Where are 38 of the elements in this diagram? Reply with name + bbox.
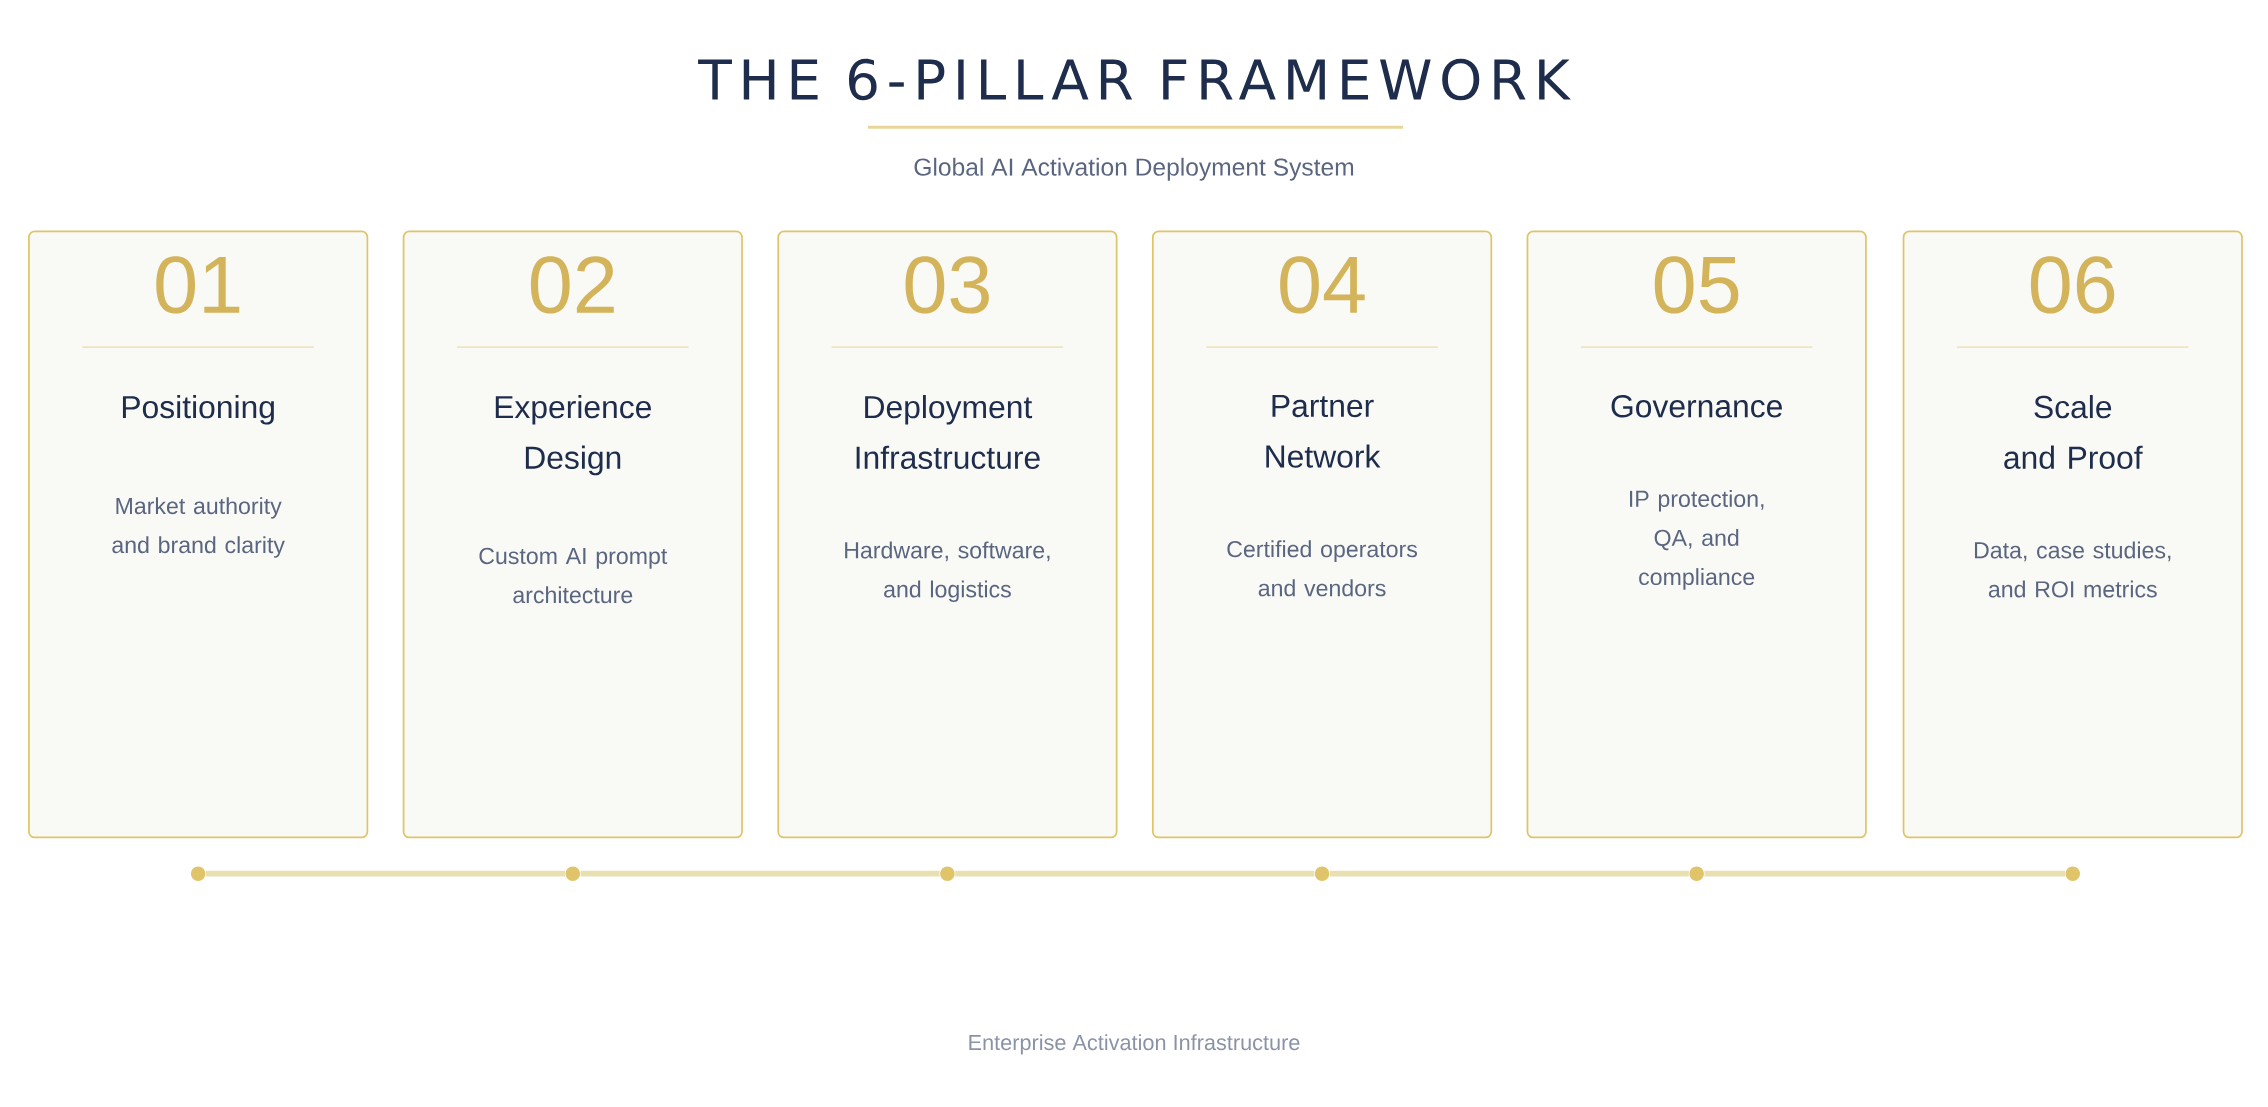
pillar-description: Custom AI prompt architecture	[479, 548, 668, 604]
subtitle: Global AI Activation Deployment System	[914, 158, 1354, 181]
timeline-dot	[1689, 866, 1704, 882]
pillar-card	[777, 230, 1118, 839]
pillar-number: 05	[1654, 256, 1739, 314]
pillar-title: Partner Network	[1266, 395, 1381, 469]
pillar-card	[28, 230, 369, 839]
footer-text: Enterprise Activation Infrastructure	[969, 1034, 1300, 1055]
pillar-title: Governance	[1611, 395, 1782, 418]
pillar-card	[1526, 230, 1867, 839]
pillar-description: Hardware, software, and logistics	[845, 541, 1050, 603]
timeline-dot	[190, 866, 206, 882]
pillar-description: Certified operators and vendors	[1227, 540, 1418, 597]
timeline-dot	[940, 866, 955, 882]
pillar-card	[402, 230, 743, 839]
pillar-number: 02	[530, 256, 614, 314]
pillar-title: Scale and Proof	[2004, 395, 2143, 470]
timeline-dot	[565, 866, 581, 882]
timeline-line	[205, 871, 565, 877]
timeline-dot	[2065, 866, 2080, 882]
pillar-number: 03	[905, 256, 989, 314]
timeline-line	[1704, 871, 2065, 877]
pillar-description: IP protection, QA, and compliance	[1630, 490, 1764, 590]
pillar-number: 06	[2030, 256, 2115, 314]
pillar-description: Market authority and brand clarity	[112, 497, 285, 558]
pillar-number: 01	[156, 256, 240, 314]
pillar-card	[1151, 230, 1493, 839]
timeline-line	[580, 871, 940, 877]
pillar-number: 04	[1280, 256, 1365, 314]
pillar-title: Experience Design	[495, 395, 651, 476]
title: THE 6-PILLAR FRAMEWORK	[698, 59, 1571, 101]
timeline-line	[1329, 871, 1689, 877]
pillar-description: Data, case studies, and ROI metrics	[1975, 541, 2171, 598]
timeline-line	[955, 871, 1315, 877]
pillar-card	[1902, 230, 2243, 839]
timeline-dot	[1314, 866, 1330, 882]
pillar-title: Deployment Infrastructure	[856, 395, 1040, 470]
pillar-title: Positioning	[122, 395, 274, 425]
